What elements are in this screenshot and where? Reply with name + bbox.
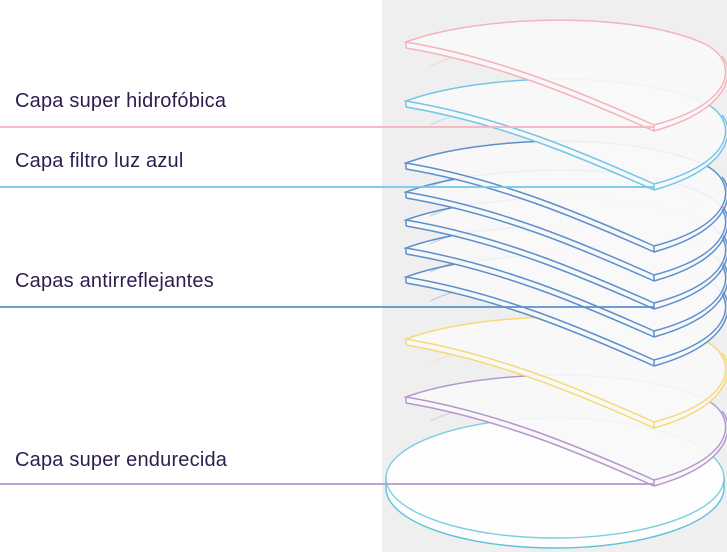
label-blue-filter: Capa filtro luz azul xyxy=(15,150,184,172)
hardened-layer-bottom-outline xyxy=(405,402,727,487)
label-hydrophobic: Capa super hidrofóbica xyxy=(15,90,227,112)
label-hardened: Capa super endurecida xyxy=(15,449,228,471)
blue-filter-layer-bottom-outline xyxy=(405,106,727,191)
antireflective-layer-4-bottom-outline xyxy=(405,253,727,338)
label-antireflective: Capas antirreflejantes xyxy=(15,270,214,292)
antireflective-layer-1-bottom-outline xyxy=(405,168,727,253)
antireflective-layer-2-bottom-outline xyxy=(405,197,727,282)
antireflective-layer-3-bottom-outline xyxy=(405,225,727,310)
hydrophobic-layer-bottom-outline xyxy=(405,47,727,132)
hydrophobic-layer-fill xyxy=(406,20,726,131)
antireflective-layer-5-bottom-outline xyxy=(405,282,727,367)
hydrophobic-layer-top-outline xyxy=(403,19,727,126)
yellow-layer-bottom-outline xyxy=(405,344,727,429)
